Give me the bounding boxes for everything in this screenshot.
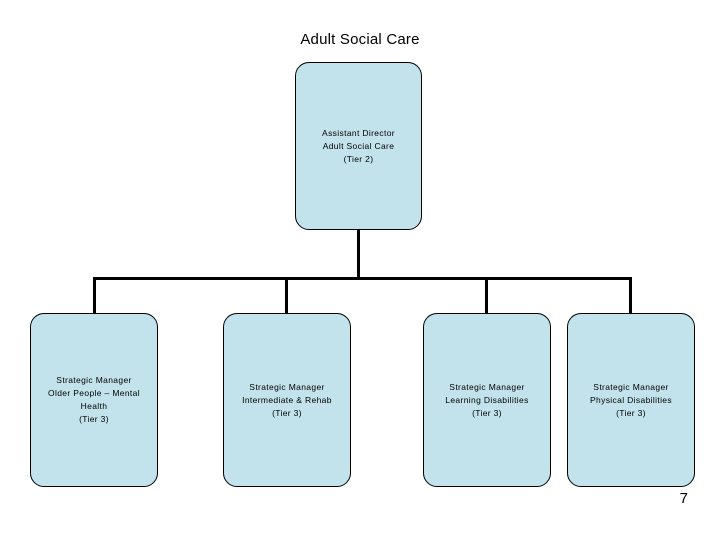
connector-root-vertical <box>357 230 360 279</box>
org-node-intermediate-rehab[interactable]: Strategic Manager Intermediate & Rehab (… <box>223 313 351 487</box>
org-node-label: Assistant Director Adult Social Care (Ti… <box>322 127 395 164</box>
connector-child-3-vertical <box>485 277 488 314</box>
connector-horizontal-bus <box>93 277 632 280</box>
org-node-label: Strategic Manager Physical Disabilities … <box>590 381 672 418</box>
org-node-physical-disabilities[interactable]: Strategic Manager Physical Disabilities … <box>567 313 695 487</box>
org-node-label: Strategic Manager Older People – Mental … <box>48 375 140 424</box>
org-node-label: Strategic Manager Intermediate & Rehab (… <box>242 381 332 418</box>
page-title: Adult Social Care <box>300 31 420 48</box>
org-node-older-people-mental-health[interactable]: Strategic Manager Older People – Mental … <box>30 313 158 487</box>
connector-child-4-vertical <box>629 277 632 314</box>
connector-child-2-vertical <box>285 277 288 314</box>
org-node-label: Strategic Manager Learning Disabilities … <box>445 381 529 418</box>
connector-child-1-vertical <box>93 277 96 314</box>
org-node-learning-disabilities[interactable]: Strategic Manager Learning Disabilities … <box>423 313 551 487</box>
org-node-assistant-director[interactable]: Assistant Director Adult Social Care (Ti… <box>295 62 422 230</box>
page-number: 7 <box>679 490 688 507</box>
